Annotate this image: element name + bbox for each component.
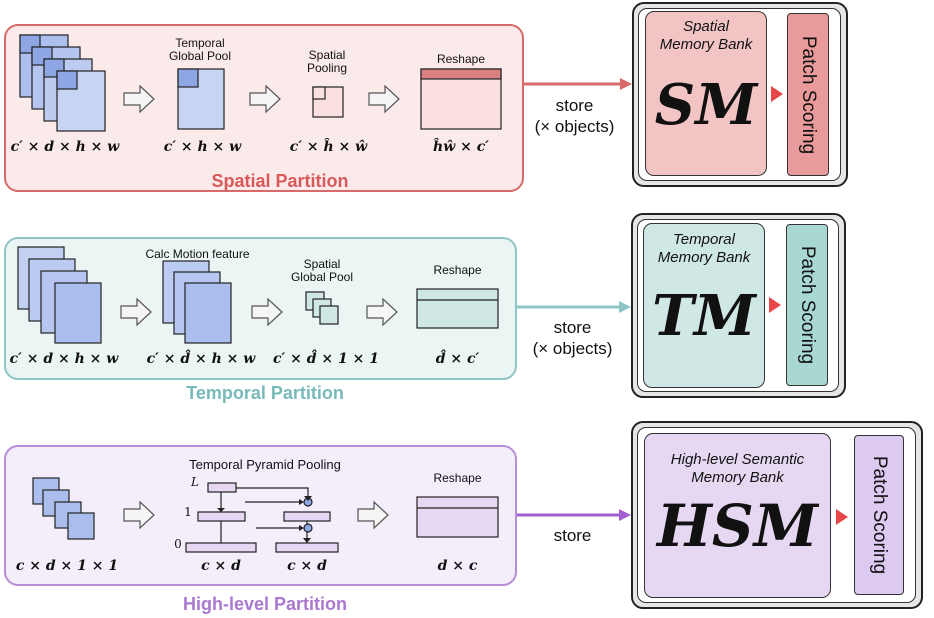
- pyramid-arrowheads: [217, 496, 312, 543]
- temporal-partition-title: Temporal Partition: [186, 383, 344, 403]
- temporal-store-label: store (× objects): [525, 317, 620, 359]
- pyramid-level-0: 0: [174, 537, 182, 551]
- highlevel-partition-title: High-level Partition: [182, 594, 348, 614]
- highlevel-dim-pyramid-left: c × d: [201, 558, 241, 574]
- temporal-store-arrow: [517, 301, 631, 313]
- temporal-patch-scoring: Patch Scoring: [786, 224, 828, 386]
- highlevel-patch-scoring-label: Patch Scoring: [869, 455, 890, 575]
- temporal-step-label-spatial-pool: Spatial Global Pool: [290, 257, 354, 284]
- temporal-bank-label-2: Memory Bank: [657, 249, 751, 266]
- highlevel-flow-arrows: [123, 500, 389, 530]
- spatial-reshape-matrix: [420, 68, 502, 130]
- temporal-step-label-motion: Calc Motion feature: [145, 247, 250, 261]
- temporal-pooled-squares: [305, 291, 339, 325]
- highlevel-reshape-matrix: [416, 496, 499, 538]
- temporal-bank-abbr: TM: [652, 283, 756, 349]
- highlevel-bank-label-2: Memory Bank: [691, 469, 784, 486]
- temporal-store-sub: (× objects): [532, 339, 613, 358]
- pyramid-pooling-diagram: [185, 482, 339, 553]
- temporal-store-text: store: [553, 318, 592, 337]
- highlevel-patch-scoring: Patch Scoring: [854, 435, 904, 595]
- spatial-dim-pooled: c′ × h × w: [163, 139, 242, 155]
- spatial-bank-label: Spatial Memory Bank: [645, 18, 767, 54]
- temporal-motion-stack: [162, 260, 232, 344]
- pyramid-level-1: 1: [184, 505, 192, 519]
- temporal-step-label-reshape: Reshape: [433, 263, 482, 277]
- spatial-step-label-reshape: Reshape: [436, 52, 486, 66]
- highlevel-memory-bank-box: [644, 433, 831, 598]
- temporal-dim-reshape: d̂ × c′: [435, 351, 480, 367]
- spatial-store-sub: (× objects): [534, 117, 615, 136]
- highlevel-dim-reshape: d × c: [437, 558, 478, 574]
- spatial-step-label-temporal-pool: Temporal Global Pool: [168, 36, 232, 63]
- highlevel-store-arrow: [517, 509, 631, 521]
- pyramid-level-L: L: [191, 475, 199, 489]
- highlevel-bank-label: High-level Semantic Memory Bank: [644, 451, 831, 487]
- temporal-feature-stack: [17, 246, 102, 344]
- temporal-memory-bank-box: [643, 223, 765, 388]
- highlevel-step-label-pyramid: Temporal Pyramid Pooling: [189, 457, 341, 472]
- highlevel-dim-pyramid-right: c × d: [287, 558, 327, 574]
- spatial-dim-input: c′ × d × h × w: [10, 139, 120, 155]
- spatial-flow-arrows: [123, 84, 400, 114]
- spatial-store-label: store (× objects): [527, 95, 622, 137]
- temporal-dim-motion: c′ × d̂ × h × w: [146, 351, 256, 367]
- highlevel-bank-abbr: HSM: [657, 492, 818, 560]
- spatial-feature-stack: [19, 34, 106, 132]
- spatial-small-block: [312, 86, 344, 118]
- spatial-memory-bank-box: [645, 11, 767, 176]
- spatial-store-text: store: [555, 96, 594, 115]
- highlevel-bank-label-1: High-level Semantic: [670, 451, 805, 468]
- spatial-patch-scoring: Patch Scoring: [787, 13, 829, 176]
- spatial-store-arrow: [524, 78, 632, 90]
- temporal-dim-input: c′ × d × h × w: [9, 351, 119, 367]
- spatial-dim-spatial: c′ × ĥ × ŵ: [289, 139, 368, 155]
- spatial-dim-reshape: ĥŵ × c′: [433, 139, 489, 155]
- highlevel-step-label-reshape: Reshape: [433, 471, 482, 485]
- temporal-reshape-matrix: [416, 288, 499, 329]
- temporal-flow-arrows: [120, 297, 398, 327]
- highlevel-store-label: store: [553, 526, 592, 545]
- spatial-step-label-spatial-pooling: Spatial Pooling: [306, 48, 348, 75]
- temporal-dim-pooled: c′ × d̂ × 1 × 1: [273, 351, 379, 367]
- highlevel-dim-input: c × d × 1 × 1: [15, 558, 119, 574]
- spatial-bank-label-2: Memory Bank: [659, 36, 753, 53]
- temporal-bank-label-1: Temporal: [673, 231, 735, 248]
- spatial-pooled-block: [177, 68, 225, 130]
- spatial-partition-title: Spatial Partition: [211, 171, 349, 191]
- spatial-bank-label-1: Spatial: [683, 18, 729, 35]
- highlevel-feature-squares: [32, 477, 95, 540]
- temporal-bank-label: Temporal Memory Bank: [643, 231, 765, 267]
- spatial-bank-abbr: SM: [654, 72, 758, 138]
